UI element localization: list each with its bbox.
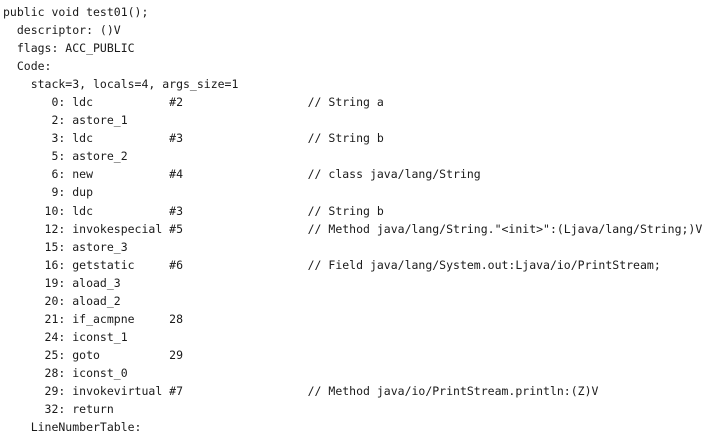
code-line: 19: aload_3	[3, 275, 121, 290]
code-line: 29: invokevirtual #7 // Method java/io/P…	[3, 383, 599, 398]
code-line: 6: new #4 // class java/lang/String	[3, 167, 481, 182]
code-line: 9: dup	[3, 185, 94, 200]
code-line: 3: ldc #3 // String b	[3, 131, 384, 146]
bytecode-listing: public void test01(); descriptor: ()V fl…	[3, 3, 702, 436]
code-line: 15: astore_3	[3, 239, 128, 254]
code-line: flags: ACC_PUBLIC	[3, 41, 135, 56]
code-line: 32: return	[3, 402, 114, 417]
code-line: public void test01();	[3, 5, 149, 19]
code-line: stack=3, locals=4, args_size=1	[3, 77, 239, 92]
code-line: 25: goto 29	[3, 347, 184, 362]
code-line: descriptor: ()V	[3, 23, 121, 38]
code-line: LineNumberTable:	[3, 420, 142, 435]
code-line: 21: if_acmpne 28	[3, 311, 184, 326]
code-line: 5: astore_2	[3, 149, 128, 164]
code-line: 2: astore_1	[3, 113, 128, 128]
code-line: 24: iconst_1	[3, 329, 128, 344]
code-line: Code:	[3, 59, 52, 74]
code-line: 12: invokespecial #5 // Method java/lang…	[3, 221, 703, 236]
code-line: 20: aload_2	[3, 293, 121, 308]
code-line: 0: ldc #2 // String a	[3, 95, 384, 110]
code-line: 28: iconst_0	[3, 365, 128, 380]
code-line: 16: getstatic #6 // Field java/lang/Syst…	[3, 257, 661, 272]
code-line: 10: ldc #3 // String b	[3, 203, 384, 218]
